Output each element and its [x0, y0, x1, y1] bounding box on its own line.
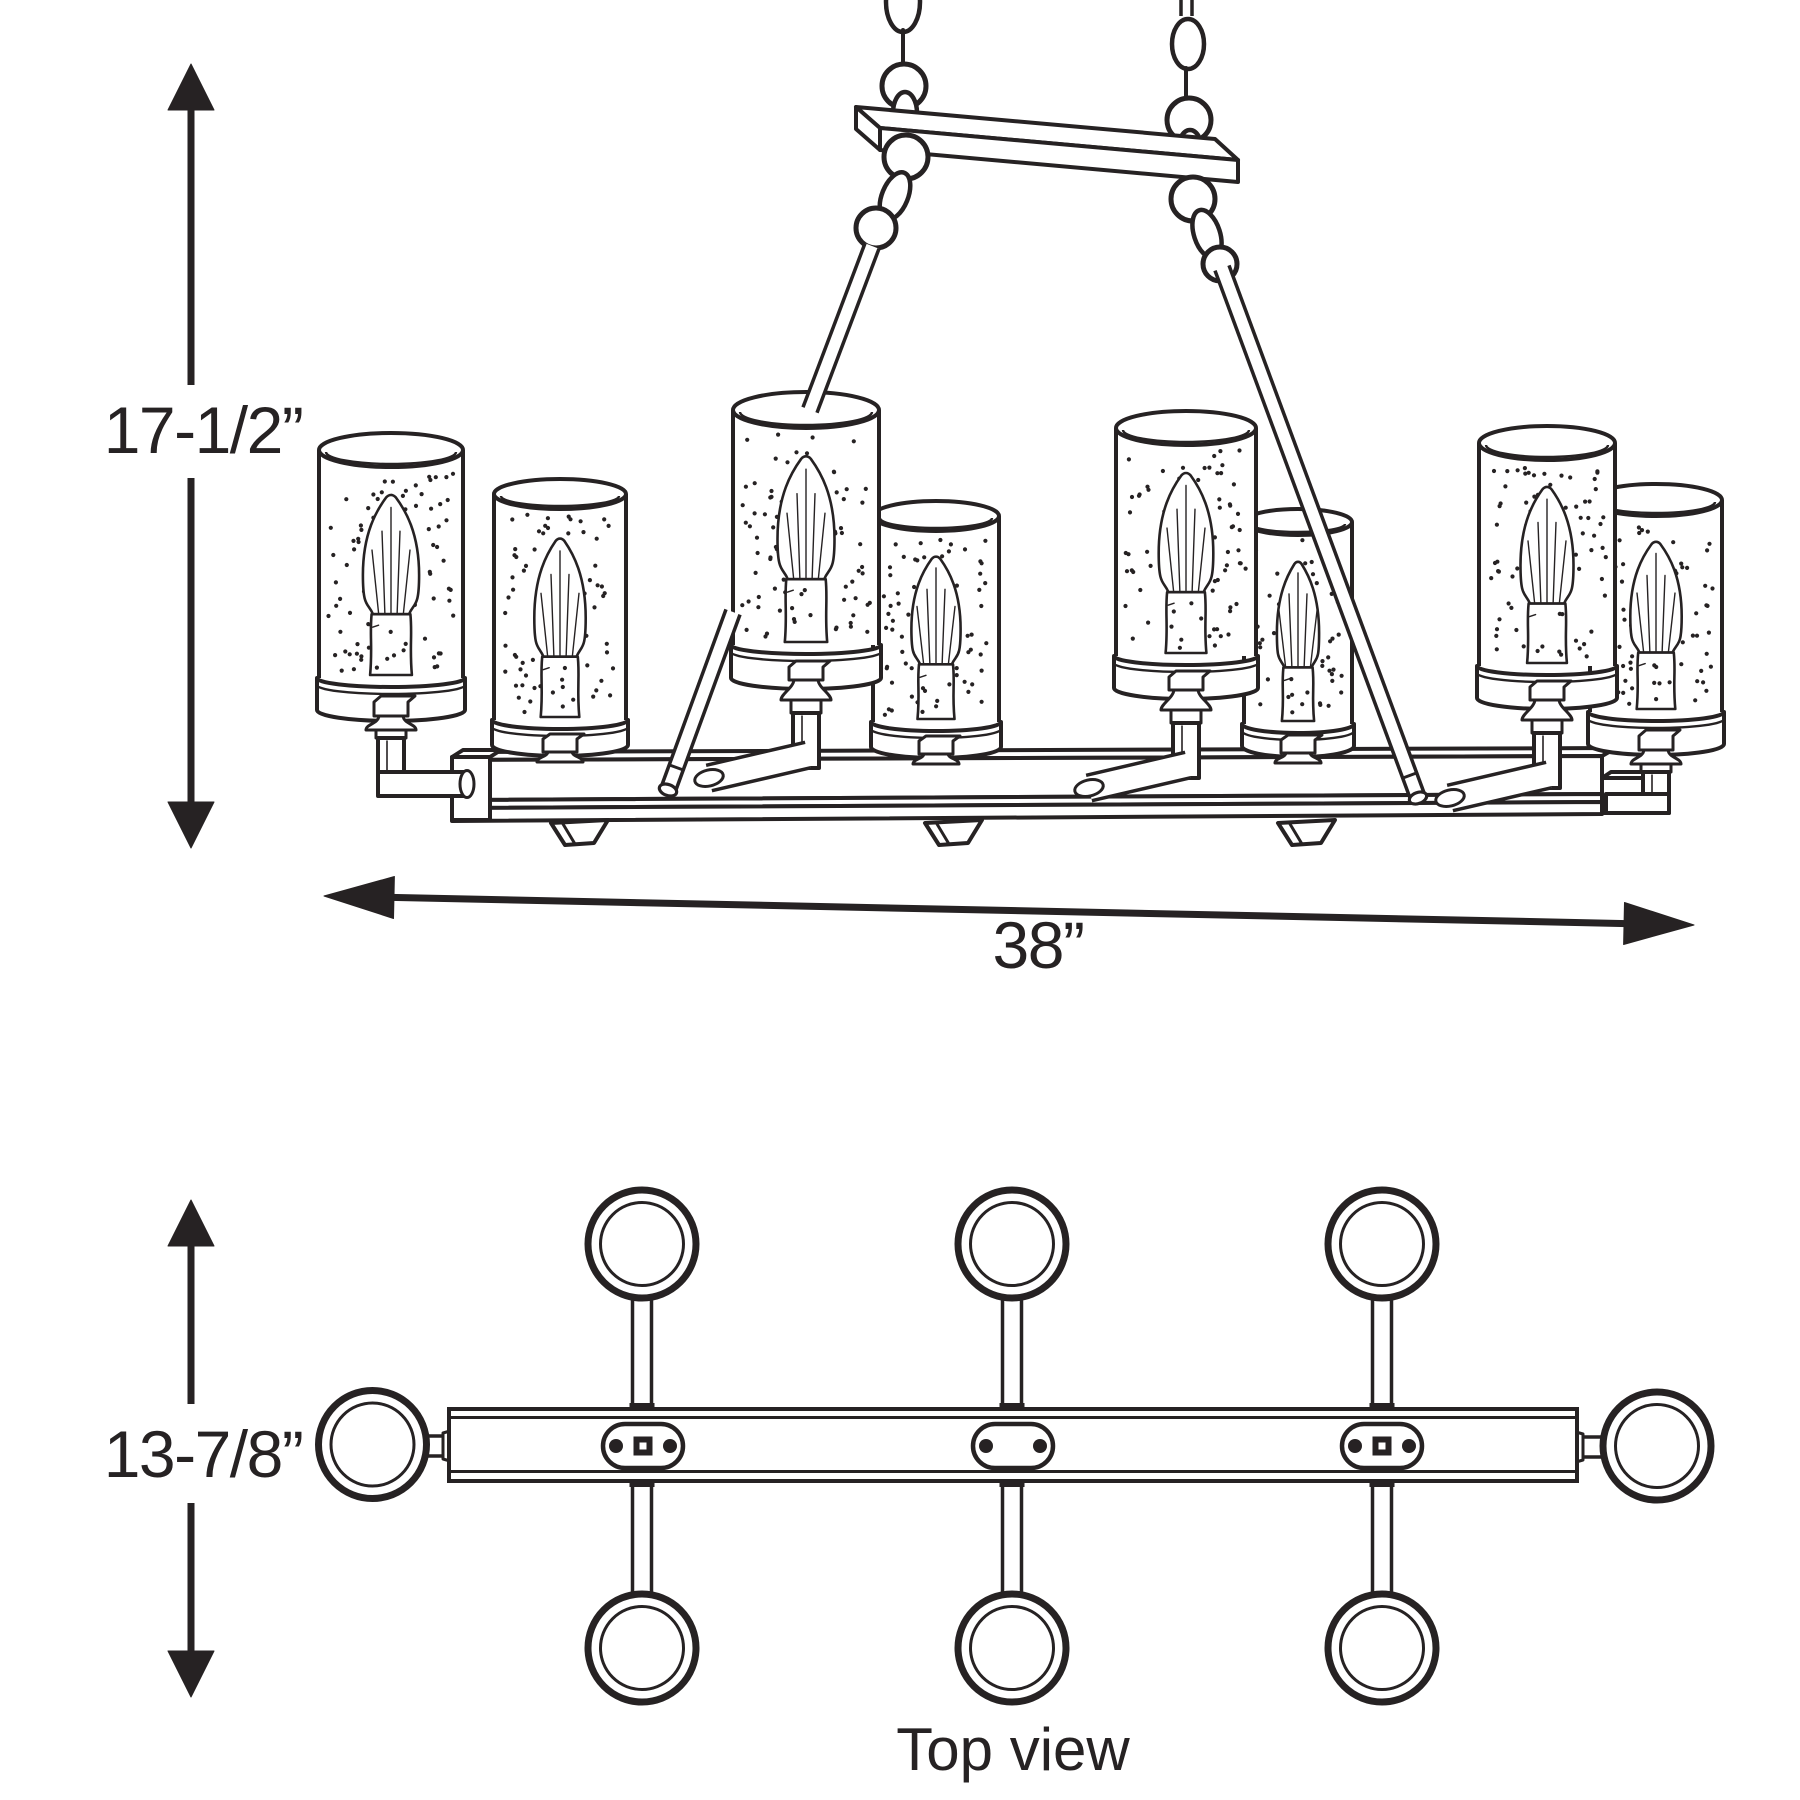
svg-text:38”: 38”: [993, 908, 1084, 982]
svg-text:13-7/8”: 13-7/8”: [104, 1417, 303, 1491]
svg-text:Top view: Top view: [896, 1716, 1130, 1783]
svg-text:17-1/2”: 17-1/2”: [104, 393, 303, 467]
